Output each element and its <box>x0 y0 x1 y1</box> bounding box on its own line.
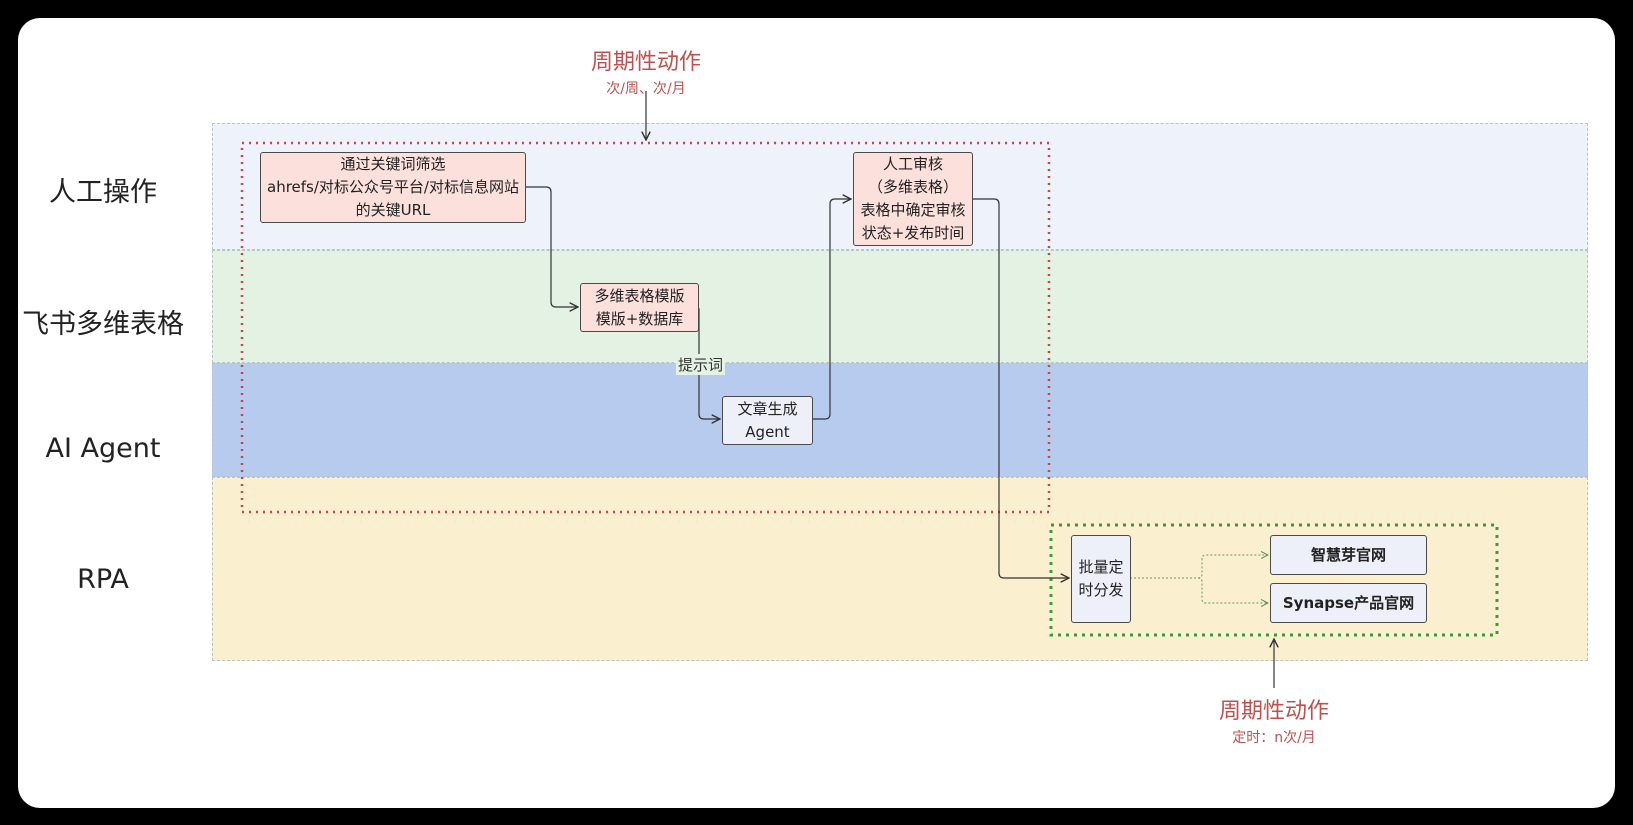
annotation-bottom-subtitle: 定时：n次/月 <box>1232 730 1316 746</box>
node-batch-publish: 批量定 时分发 <box>1071 535 1131 623</box>
node-site-zhihuiya: 智慧芽官网 <box>1270 535 1427 575</box>
periodic-group-green <box>1049 523 1499 637</box>
node-batch-publish-line-1: 批量定 <box>1078 558 1124 576</box>
edge-agent-to-review <box>812 199 851 420</box>
node-keyword-filter-line-2: ahrefs/对标公众号平台/对标信息网站 <box>267 178 519 196</box>
edge-publish-to-synapse <box>1197 577 1268 603</box>
node-keyword-filter-line-3: 的关键URL <box>355 201 431 219</box>
node-manual-review-line-4: 状态+发布时间 <box>861 224 965 242</box>
annotation-top: 周期性动作 次/周、次/月 <box>546 44 746 98</box>
lane-label-rpa: RPA <box>77 564 129 595</box>
node-bitable-template: 多维表格模版 模版+数据库 <box>580 283 699 332</box>
node-manual-review: 人工审核 （多维表格） 表格中确定审核 状态+发布时间 <box>853 152 973 246</box>
lane-label-manual: 人工操作 <box>49 177 157 208</box>
annotation-bottom-title: 周期性动作 <box>1218 699 1329 724</box>
node-bitable-template-line-1: 多维表格模版 <box>594 286 685 305</box>
node-manual-review-line-3: 表格中确定审核 <box>860 201 966 219</box>
annotation-bottom: 周期性动作 定时：n次/月 <box>1174 693 1374 747</box>
edge-keyword-to-template <box>525 186 578 307</box>
lane-feishu <box>212 250 1588 363</box>
node-article-agent: 文章生成 Agent <box>722 396 813 445</box>
node-keyword-filter-line-1: 通过关键词筛选 <box>340 155 446 173</box>
node-article-agent-line-2: Agent <box>745 422 790 441</box>
connector-layer <box>240 91 1499 688</box>
diagram-canvas: 人工操作 飞书多维表格 AI Agent RPA <box>18 18 1615 808</box>
lane-label-agent: AI Agent <box>45 433 161 464</box>
node-batch-publish-line-2: 时分发 <box>1078 581 1124 599</box>
annotation-top-subtitle: 次/周、次/月 <box>606 81 686 97</box>
node-site-synapse: Synapse产品官网 <box>1270 583 1427 623</box>
node-manual-review-line-1: 人工审核 <box>882 155 943 173</box>
edge-label-prompt: 提示词 <box>676 354 726 375</box>
edge-publish-to-zhihuiya <box>1130 555 1268 579</box>
lane-agent <box>212 363 1588 477</box>
node-keyword-filter: 通过关键词筛选 ahrefs/对标公众号平台/对标信息网站 的关键URL <box>260 152 526 223</box>
edge-review-to-publish <box>973 198 1069 578</box>
lane-label-feishu: 飞书多维表格 <box>22 309 184 340</box>
node-article-agent-line-1: 文章生成 <box>737 399 798 418</box>
node-manual-review-line-2: （多维表格） <box>867 178 958 196</box>
edge-template-to-agent <box>698 308 720 419</box>
annotation-top-title: 周期性动作 <box>590 50 701 75</box>
node-bitable-template-line-2: 模版+数据库 <box>595 309 684 328</box>
